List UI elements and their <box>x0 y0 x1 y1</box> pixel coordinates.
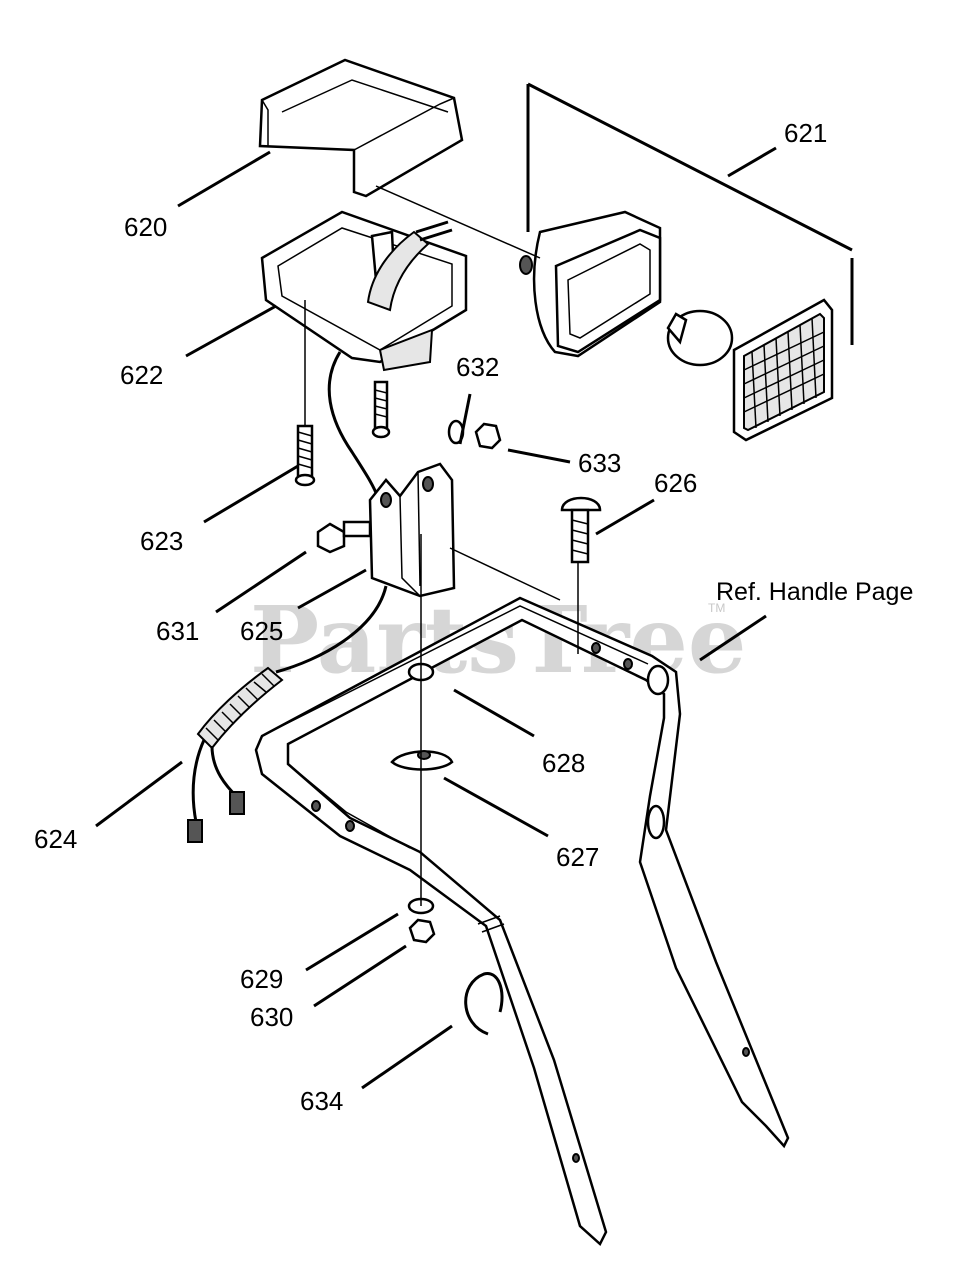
screw-under-box[interactable] <box>371 380 391 439</box>
wire-harness-cable-lower <box>275 585 388 674</box>
handle-assembly[interactable] <box>254 596 790 1247</box>
lamp-frame-621 <box>526 82 854 345</box>
label-630: 630 <box>250 1002 293 1032</box>
label-620: 620 <box>124 212 167 242</box>
clip-634[interactable] <box>464 972 504 1036</box>
trademark: TM <box>708 601 725 615</box>
label-628: 628 <box>542 748 585 778</box>
cover-to-lamp-axis <box>375 185 541 259</box>
label-622: 622 <box>120 360 163 390</box>
nut-633[interactable] <box>474 422 502 450</box>
label-623: 623 <box>140 526 183 556</box>
leader-lines <box>95 146 777 1090</box>
label-624: 624 <box>34 824 77 854</box>
label-632: 632 <box>456 352 499 382</box>
screw-623[interactable] <box>294 424 316 487</box>
bracket-axis <box>449 547 561 601</box>
label-633: 633 <box>578 448 621 478</box>
spacer-627[interactable] <box>390 750 454 771</box>
label-627: 627 <box>556 842 599 872</box>
bracket-625[interactable] <box>368 462 456 598</box>
label-631: 631 <box>156 616 199 646</box>
label-634: 634 <box>300 1086 343 1116</box>
lamp-lens[interactable] <box>732 298 834 442</box>
label-626: 626 <box>654 468 697 498</box>
bolt-631[interactable] <box>316 520 372 554</box>
lamp-housing[interactable] <box>519 210 662 358</box>
harness-624[interactable] <box>187 666 284 843</box>
cover-620[interactable] <box>258 58 464 198</box>
label-629: 629 <box>240 964 283 994</box>
part-labels: 620 621 622 623 624 625 626 627 628 629 … <box>34 118 913 1116</box>
wire-harness-cable <box>327 351 380 499</box>
reference-label: Ref. Handle Page <box>716 578 913 606</box>
box-622[interactable] <box>260 210 468 372</box>
carriage-bolt-626[interactable] <box>560 496 602 564</box>
nut-630[interactable] <box>408 918 436 944</box>
label-621: 621 <box>784 118 827 148</box>
lamp-bulb[interactable] <box>666 309 734 367</box>
label-625: 625 <box>240 616 283 646</box>
